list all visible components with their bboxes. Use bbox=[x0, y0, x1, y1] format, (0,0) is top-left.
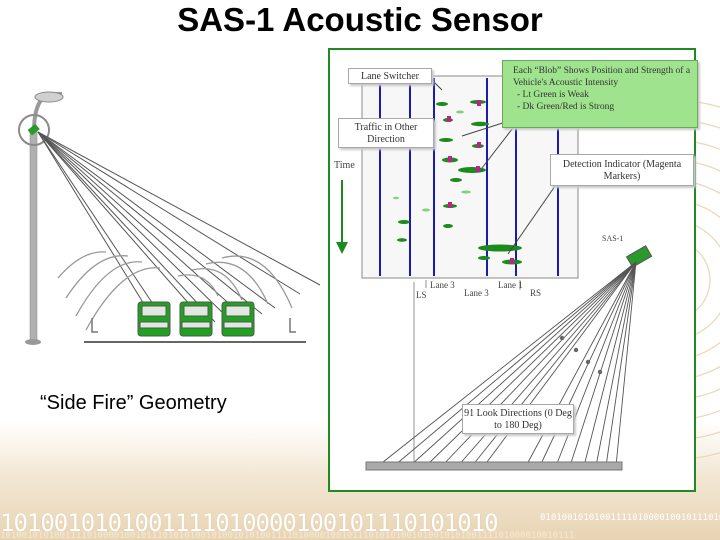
sas1-panel: Lane Switcher Each “Blob” Shows Position… bbox=[328, 48, 698, 492]
vehicle-1 bbox=[137, 301, 171, 337]
light-pole bbox=[29, 129, 38, 341]
blob-callout-dark: - Dk Green/Red is Strong bbox=[517, 102, 615, 112]
side-fire-diagram bbox=[18, 91, 321, 345]
sas1-label: SAS-1 bbox=[602, 234, 624, 243]
slide-title: SAS-1 Acoustic Sensor bbox=[177, 1, 543, 38]
binary-footer: 1010010101001111010000100101110101010 bbox=[0, 509, 499, 537]
side-fire-label: “Side Fire” Geometry bbox=[40, 392, 227, 414]
lane-switcher-callout: Lane Switcher bbox=[348, 68, 432, 84]
blob-callout: Each “Blob” Shows Position and Strength … bbox=[502, 60, 698, 128]
sensor-ring bbox=[18, 114, 50, 146]
vehicle-3 bbox=[221, 301, 255, 337]
lane3-bottom-label: Lane 3 bbox=[464, 288, 489, 298]
binary-footer-small: 0101001010100111101000010010111010101001… bbox=[540, 513, 720, 523]
traffic-other-callout: Traffic in Other Direction bbox=[338, 118, 434, 148]
rs-label: RS bbox=[530, 288, 542, 298]
ground-platform bbox=[365, 461, 623, 471]
vehicle-2 bbox=[179, 301, 213, 337]
lane1-label: Lane 1 bbox=[498, 280, 523, 290]
blob-callout-light: - Lt Green is Weak bbox=[517, 90, 589, 100]
sensor-icon bbox=[27, 123, 40, 136]
time-label: Time bbox=[334, 160, 355, 171]
ls-label: LS bbox=[416, 290, 427, 300]
sas1-unit bbox=[625, 245, 653, 268]
blob-callout-title: Each “Blob” Shows Position and Strength … bbox=[513, 66, 691, 88]
look-directions-callout: 91 Look Directions (0 Deg to 180 Deg) bbox=[462, 404, 574, 434]
lane3-top-label: Lane 3 bbox=[430, 280, 455, 290]
detection-callout: Detection Indicator (Magenta Markers) bbox=[550, 154, 694, 186]
lamp-head bbox=[34, 91, 64, 103]
binary-footer-bottom: 1010010101001111010000100101110101010010… bbox=[0, 531, 575, 540]
pole-base bbox=[25, 339, 41, 345]
